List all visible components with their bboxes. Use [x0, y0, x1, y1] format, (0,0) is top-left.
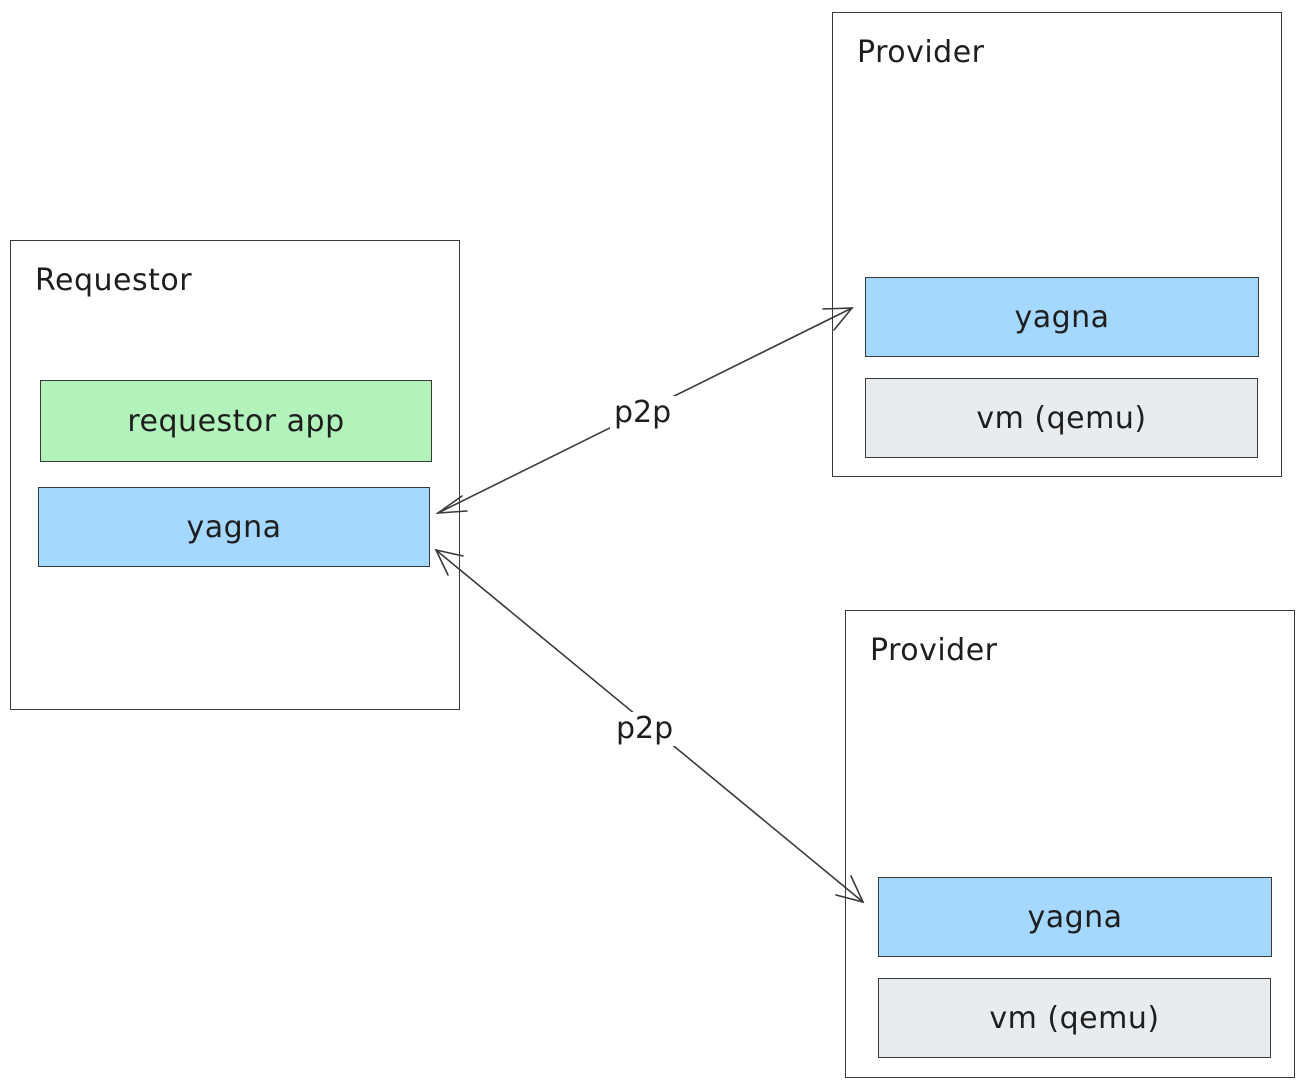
provider-2-yagna-label: yagna [1027, 899, 1123, 935]
requestor-app-bar: requestor app [40, 380, 432, 462]
provider-2-vm-label: vm (qemu) [989, 1000, 1160, 1036]
provider-1-title: Provider [857, 35, 985, 70]
provider-1-vm-label: vm (qemu) [976, 400, 1147, 436]
p2p-label-1: p2p [610, 396, 676, 430]
provider-1-vm-bar: vm (qemu) [865, 378, 1258, 458]
provider-2-yagna-bar: yagna [878, 877, 1272, 957]
requestor-title: Requestor [35, 263, 193, 298]
provider-1-yagna-label: yagna [1014, 299, 1110, 335]
provider-2-title: Provider [870, 633, 998, 668]
provider-2-vm-bar: vm (qemu) [878, 978, 1271, 1058]
requestor-app-label: requestor app [127, 403, 345, 439]
requestor-yagna-bar: yagna [38, 487, 430, 567]
p2p-label-2: p2p [612, 712, 678, 746]
requestor-yagna-label: yagna [186, 509, 282, 545]
requestor-box: Requestor [10, 240, 460, 710]
provider-1-yagna-bar: yagna [865, 277, 1259, 357]
